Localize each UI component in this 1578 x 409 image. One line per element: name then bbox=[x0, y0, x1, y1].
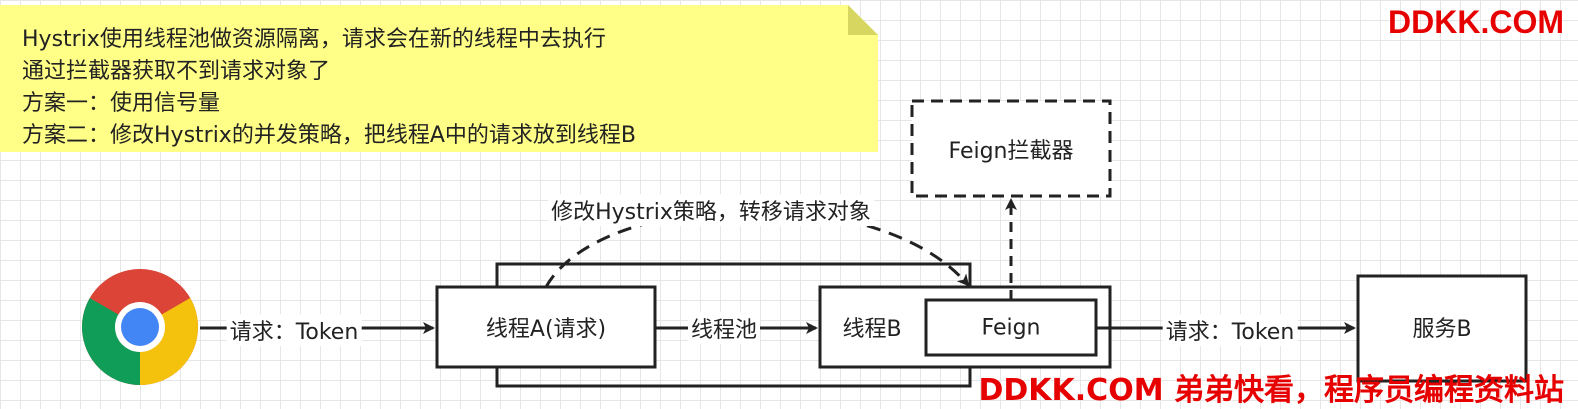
chrome-icon bbox=[82, 269, 198, 385]
note-line-3: 方案一：使用信号量 bbox=[22, 91, 221, 116]
watermark-top: DDKK.COM bbox=[1388, 4, 1564, 40]
feign-interceptor-label: Feign拦截器 bbox=[948, 139, 1074, 164]
feign-label: Feign bbox=[981, 315, 1041, 341]
edge-label-thread-pool: 线程池 bbox=[687, 312, 761, 344]
note-shape bbox=[0, 5, 878, 152]
thread-a-label: 线程A(请求) bbox=[485, 317, 607, 342]
note-line-2: 通过拦截器获取不到请求对象了 bbox=[22, 59, 331, 84]
note-text: Hystrix使用线程池做资源隔离，请求会在新的线程中去执行 通过拦截器获取不到… bbox=[22, 24, 636, 152]
feign-interceptor-box[interactable] bbox=[910, 99, 1112, 198]
note-line-1: Hystrix使用线程池做资源隔离，请求会在新的线程中去执行 bbox=[22, 27, 606, 52]
service-b-label: 服务B bbox=[1412, 317, 1472, 342]
note-line-4: 方案二：修改Hystrix的并发策略，把线程A中的请求放到线程B bbox=[22, 123, 636, 148]
note-fold bbox=[848, 5, 878, 35]
service-b-box[interactable] bbox=[1356, 274, 1528, 383]
edge-label-strategy: 修改Hystrix策略，转移请求对象 bbox=[548, 194, 874, 226]
edge-label-feign-request: 请求：Token bbox=[1162, 314, 1298, 346]
edge-label-browser-request: 请求：Token bbox=[226, 314, 362, 346]
thread-b-label: 线程B bbox=[842, 317, 902, 342]
watermark-bottom: DDKK.COM 弟弟快看，程序员编程资料站 bbox=[978, 373, 1564, 408]
